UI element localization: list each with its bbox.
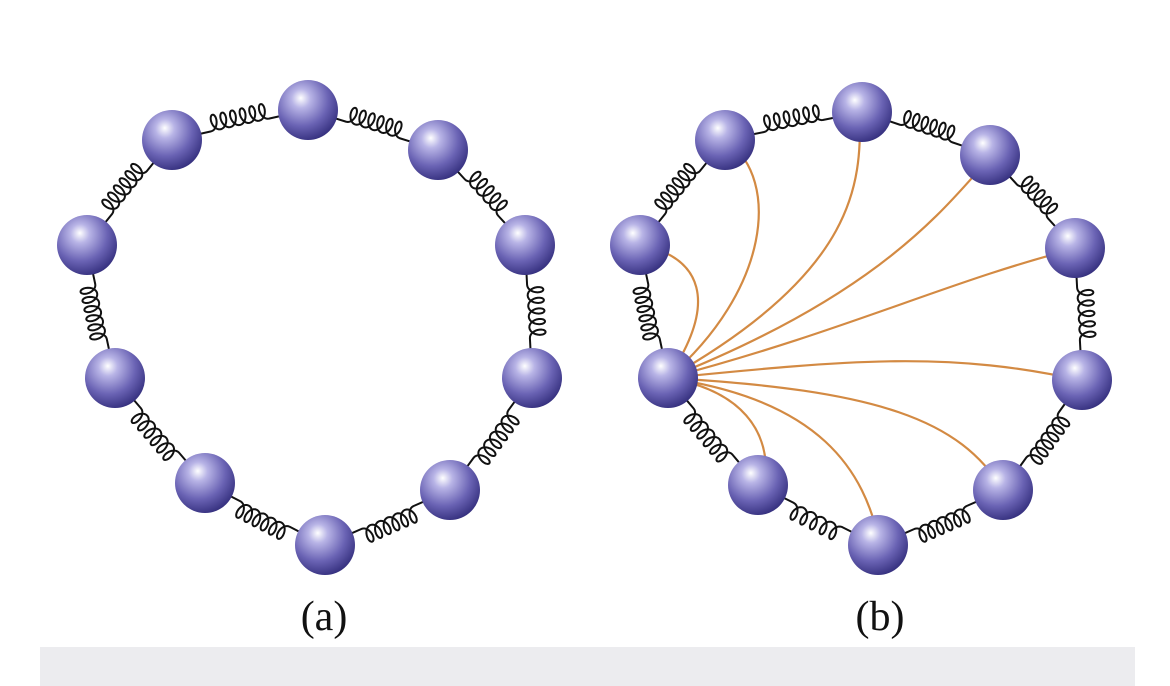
node-a-2: [408, 120, 468, 180]
node-b-5: [973, 460, 1033, 520]
footer-bar: [40, 647, 1135, 686]
spring-a-1: [334, 106, 412, 143]
coupling-arrow-5: [667, 245, 1079, 380]
figure-canvas: [57, 80, 1112, 575]
node-a-4: [502, 348, 562, 408]
node-a-5: [420, 460, 480, 520]
node-b-10: [695, 110, 755, 170]
spring-b-4: [1018, 402, 1071, 468]
spring-a-5: [350, 500, 425, 543]
coupling-arrow-7: [667, 376, 1004, 491]
spring-b-3: [1075, 275, 1097, 353]
spring-b-10: [752, 104, 835, 136]
spring-a-10: [199, 103, 281, 135]
node-a-3: [495, 215, 555, 275]
spring-b-2: [1008, 174, 1059, 229]
node-a-7: [175, 453, 235, 513]
coupling-arrow-4: [667, 157, 991, 380]
node-a-10: [142, 110, 202, 170]
spring-a-6: [229, 494, 301, 540]
node-b-4: [1052, 350, 1112, 410]
spring-a-2: [456, 169, 508, 226]
panel-b-caption: (b): [855, 594, 905, 640]
node-a-8: [85, 348, 145, 408]
node-a-1: [278, 80, 338, 140]
spring-b-8: [632, 272, 664, 351]
node-b-1: [832, 82, 892, 142]
spring-a-9: [101, 161, 156, 224]
spring-a-7: [130, 398, 188, 463]
coupling-arrow-6: [667, 360, 1089, 385]
node-b-6: [848, 515, 908, 575]
node-b-8: [638, 348, 698, 408]
spring-b-1: [888, 110, 964, 148]
node-layer-a: [57, 80, 562, 575]
spring-b-9: [654, 161, 709, 224]
node-a-6: [295, 515, 355, 575]
coupling-arrow-3: [667, 117, 865, 379]
node-b-7: [728, 455, 788, 515]
panel-a-caption: (a): [300, 594, 348, 640]
spring-layer-a: [79, 103, 547, 543]
node-b-9: [610, 215, 670, 275]
spring-layer-b: [632, 104, 1097, 543]
spring-a-3: [525, 272, 547, 351]
node-layer-b: [610, 82, 1112, 575]
spring-a-4: [465, 399, 520, 469]
spring-a-8: [79, 272, 111, 351]
node-b-2: [960, 125, 1020, 185]
ring-panel-b: [610, 82, 1112, 575]
spring-b-6: [782, 496, 854, 541]
spring-b-5: [903, 500, 978, 543]
ring-panel-a: [57, 80, 562, 575]
spring-b-7: [683, 398, 741, 465]
node-b-3: [1045, 218, 1105, 278]
node-a-9: [57, 215, 117, 275]
